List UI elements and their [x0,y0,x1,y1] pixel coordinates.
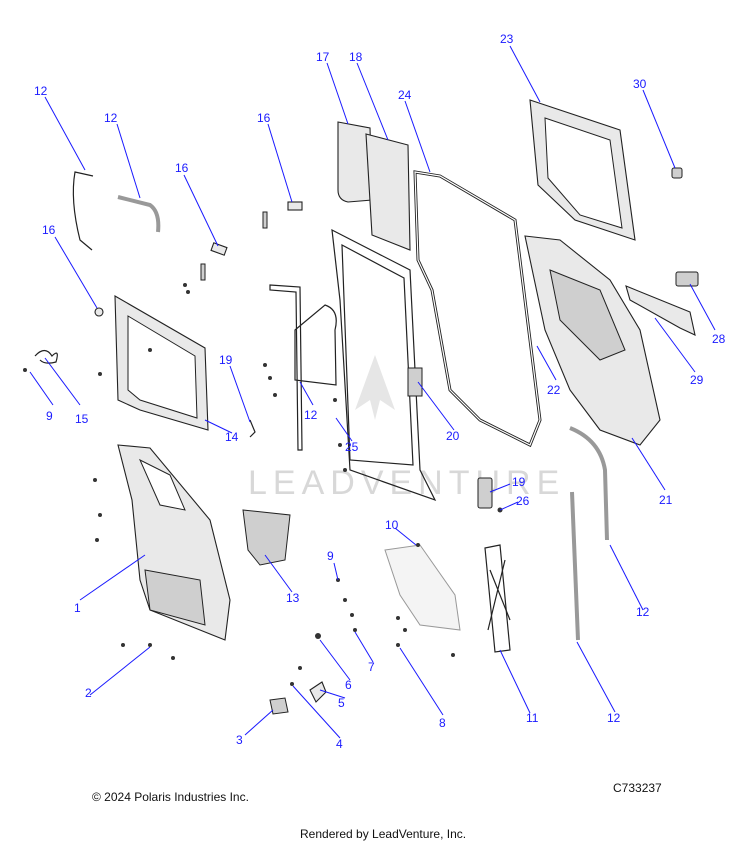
part-21-door-frame [331,228,437,502]
part-24-outer-door-frame [529,99,636,241]
part-12-seal-strip-c [569,426,609,541]
callout-12b: 12 [104,111,118,125]
leader-lines [29,45,716,739]
callout-8: 8 [439,716,446,730]
callout-12e: 12 [607,711,621,725]
callout-19: 19 [219,353,233,367]
part-13-storage-pocket [242,509,291,566]
part-28-latch [675,271,699,287]
callout-16b: 16 [257,111,271,125]
callout-7: 7 [368,660,375,674]
part-16-pad-d [200,263,206,281]
callout-5: 5 [338,696,345,710]
callout-17: 17 [316,50,330,64]
callout-16a: 16 [175,161,189,175]
callout-30: 30 [633,77,647,91]
callout-3: 3 [236,733,243,747]
part-14-window-frame [114,295,209,431]
part-18-glass [365,133,411,251]
callout-21: 20 [446,429,460,443]
watermark-text: LEADVENTURE [248,464,565,502]
callout-10: 10 [385,518,399,532]
callout-1: 1 [74,601,81,615]
part-6-fastener [315,633,321,639]
part-16-pad-c [262,211,268,229]
callout-25: 24 [398,88,412,102]
callout-2: 2 [85,686,92,700]
callout-16c: 16 [42,223,56,237]
callout-23: 22 [547,383,561,397]
part-16-pad-a [210,242,228,256]
callout-13: 13 [286,591,300,605]
part-19-bracket [249,419,256,438]
part-15-clip [34,349,58,364]
rendered-by-text: Rendered by LeadVenture, Inc. [300,827,467,841]
part-22-outer-door-panel [524,235,661,446]
callout-29: 29 [690,373,704,387]
part-1-inner-door-panel [117,444,231,641]
callout-11: 11 [526,711,539,725]
callout-22: 21 [659,493,673,507]
part-16-clip [94,307,104,317]
part-20-hinge [477,477,493,509]
callout-12d: 12 [636,605,650,619]
part-3-knob [269,697,289,715]
callout-14: 14 [225,430,239,444]
part-17-glass [337,121,373,203]
diagram-code: C733237 [613,781,662,795]
watermark: LEADVENTURE [248,355,565,502]
part-11-window-regulator [484,544,511,653]
callout-24: 23 [500,32,514,46]
part-12-seal-strip-b [117,195,161,233]
callout-4: 4 [336,737,343,751]
part-16-pad-b [287,201,303,211]
callout-27: 26 [516,494,530,508]
callout-9a: 9 [46,409,53,423]
callout-28: 28 [712,332,726,346]
fastener-bolts [23,283,455,686]
part-12-window-channel [269,284,337,451]
callout-26: 25 [345,440,359,454]
callout-12a: 12 [34,84,48,98]
callout-18: 18 [349,50,363,64]
callout-12c: 12 [304,408,318,422]
callout-6: 6 [345,678,352,692]
callout-15: 15 [75,412,89,426]
part-5-bracket [309,681,327,703]
callout-labels: 12 12 16 16 16 17 18 24 23 30 28 29 22 2… [34,32,726,751]
part-30-fastener [671,167,683,179]
copyright-text: © 2024 Polaris Industries Inc. [92,790,249,804]
part-12-seal-strip-a [72,171,94,251]
callout-20: 19 [512,475,526,489]
part-12-seal-strip-d [570,491,580,641]
part-25-door-seal [413,170,542,448]
part-29-handle-bracket [625,285,696,336]
callout-9b: 9 [327,549,334,563]
